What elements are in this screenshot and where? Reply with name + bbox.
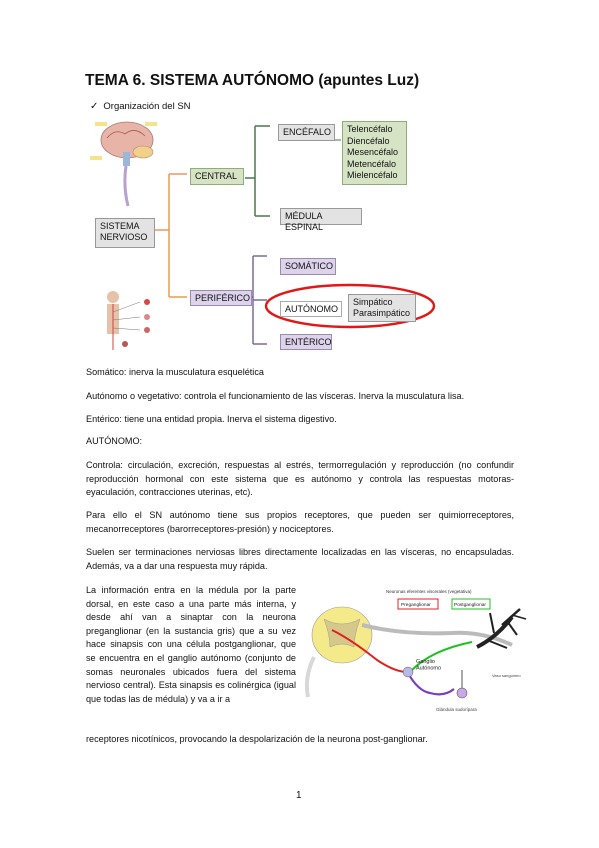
ganglio-label-line: Ganglio (416, 659, 435, 665)
encefalo-part: Telencéfalo (347, 124, 393, 134)
brain-illustration (90, 121, 157, 207)
bullet-item: ✓ Organización del SN (90, 101, 191, 112)
figure-title: Neuronas eferentes viscerales (vegetativ… (386, 589, 472, 594)
paragraph-enterico: Entérico: tiene una entidad propia. Iner… (86, 414, 337, 424)
postganglionar-label: Postganglionar (454, 602, 486, 608)
encefalo-box: ENCÉFALO (278, 124, 335, 141)
preganglionar-label: Preganglionar (401, 602, 431, 608)
vessel-label: Vaso sanguíneo (492, 673, 521, 678)
encefalo-part: Diencéfalo (347, 135, 390, 146)
section-heading-autonomo: AUTÓNOMO: (86, 436, 143, 446)
periferico-box: PERIFÉRICO (190, 290, 252, 306)
paragraph-autonomo-def: Autónomo o vegetativo: controla el funci… (86, 391, 465, 401)
bullet-text: Organización del SN (103, 101, 191, 112)
paragraph-final-line: receptores nicotínicos, provocando la de… (86, 734, 428, 744)
efferent-neuron-figure: Neuronas eferentes viscerales (vegetativ… (302, 585, 532, 715)
paragraph-somatico: Somático: inerva la musculatura esquelét… (86, 367, 264, 377)
sistema-nervioso-box: SISTEMA NERVIOSO (95, 218, 155, 248)
central-box: CENTRAL (190, 168, 244, 185)
sweat-gland-icon (456, 670, 468, 699)
autonomo-box: AUTÓNOMO (280, 301, 342, 317)
page-number: 1 (296, 790, 302, 801)
body-nerves-illustration (107, 291, 150, 350)
enterico-box: ENTÉRICO (280, 334, 332, 350)
parasimpatico-label: Parasimpático (353, 308, 411, 318)
preganglionar-axon (331, 629, 408, 673)
encefalo-part: Mesencéfalo (347, 147, 399, 157)
paragraph-receptores: Para ello el SN autónomo tiene sus propi… (86, 510, 514, 534)
paragraph-terminaciones: Suelen ser terminaciones nerviosas libre… (86, 547, 514, 571)
ganglio-label-line: Autónomo (416, 666, 441, 672)
page-title: TEMA 6. SISTEMA AUTÓNOMO (apuntes Luz) (85, 72, 420, 89)
check-icon: ✓ (90, 101, 99, 112)
medula-box: MÉDULA ESPINAL (280, 208, 362, 232)
paragraph-controla: Controla: circulación, excreción, respue… (86, 460, 514, 497)
simpatico-label: Simpático (353, 297, 393, 307)
postganglionar-axon (411, 641, 473, 671)
nervous-system-diagram (90, 121, 436, 350)
gland-axon (407, 672, 455, 696)
simpatico-parasimpatico-box: Simpático Parasimpático (348, 294, 416, 322)
ganglion-icon (402, 666, 414, 678)
somatico-box: SOMÁTICO (280, 258, 336, 275)
blood-vessel-icon (476, 608, 527, 649)
paragraph-informacion: La información entra en la médula por la… (86, 585, 296, 704)
encefalo-parts-box: Telencéfalo Diencéfalo Mesencéfalo Meten… (342, 121, 407, 185)
highlight-ellipse (264, 283, 436, 329)
encefalo-part: Mielencéfalo (347, 170, 398, 180)
encefalo-part: Metencéfalo (347, 158, 397, 169)
gland-label: Glándula sudorípara (436, 707, 477, 712)
